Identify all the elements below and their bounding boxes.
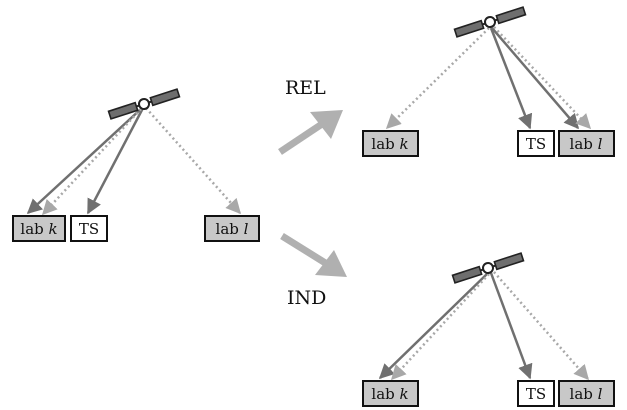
solid-arrow: [378, 272, 489, 380]
lab-l-box: lab l: [558, 130, 615, 157]
satellite-icon: [453, 5, 527, 39]
dotted-arrow: [145, 107, 242, 215]
transition-ind: IND: [280, 233, 347, 309]
transition-rel: REL: [278, 77, 343, 155]
dotted-arrow: [493, 271, 589, 381]
svg-text:lab k: lab k: [371, 385, 408, 403]
solid-arrow: [491, 27, 579, 130]
dotted-arrow: [493, 26, 592, 130]
lab-k-box: lab k: [362, 380, 419, 407]
dotted-arrow: [390, 273, 490, 381]
svg-text:lab l: lab l: [570, 385, 603, 403]
svg-text:lab l: lab l: [570, 135, 603, 153]
lab-k-box: lab k: [362, 130, 419, 157]
ts-box: TS: [517, 130, 555, 157]
scenario-rel: lab k TS lab l: [362, 5, 615, 157]
svg-text:lab k: lab k: [20, 220, 57, 238]
rel-label: REL: [285, 77, 326, 99]
solid-arrow: [26, 107, 143, 215]
lab-k-box: lab k: [12, 215, 66, 242]
solid-arrow: [489, 27, 533, 130]
scenario-initial: lab k TS lab l: [12, 87, 260, 242]
scenario-ind: lab k TS lab l: [362, 251, 615, 407]
satellite-icon: [107, 87, 181, 121]
svg-text:TS: TS: [526, 135, 546, 153]
ts-box: TS: [70, 215, 108, 242]
satellite-icon: [451, 251, 525, 285]
ts-box: TS: [517, 380, 555, 407]
svg-text:TS: TS: [79, 220, 99, 238]
dotted-arrow: [41, 108, 142, 216]
svg-text:lab k: lab k: [371, 135, 408, 153]
lab-l-box: lab l: [204, 215, 260, 242]
dotted-arrow: [385, 27, 490, 130]
solid-arrow: [489, 272, 533, 380]
lab-l-box: lab l: [558, 380, 615, 407]
ind-label: IND: [287, 287, 326, 309]
solid-arrow: [86, 107, 145, 215]
svg-text:TS: TS: [526, 385, 546, 403]
svg-text:lab l: lab l: [216, 220, 249, 238]
